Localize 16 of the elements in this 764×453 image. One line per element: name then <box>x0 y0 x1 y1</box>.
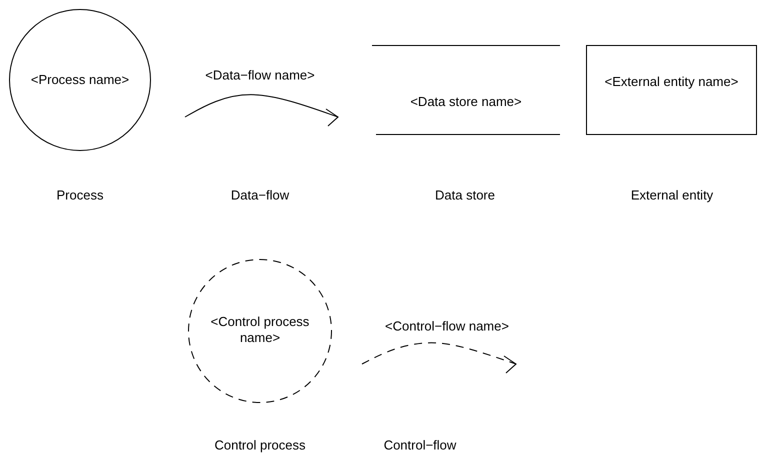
flow-name-label: <Data−flow name> <box>205 68 315 82</box>
node-label: <Process name> <box>30 72 130 88</box>
node-label: <Control process name> <box>210 314 310 346</box>
symbol-caption: Data store <box>435 188 495 202</box>
external-entity-box <box>586 45 757 135</box>
flow-name-label: <Control−flow name> <box>385 318 509 334</box>
symbol-caption: Process <box>56 188 104 202</box>
symbol-caption: Data−flow <box>230 188 290 202</box>
node-label: <External entity name> <box>604 74 738 90</box>
control-process-circle <box>188 259 332 403</box>
process-circle <box>9 9 151 151</box>
symbol-caption: Control−flow <box>384 438 456 452</box>
symbol-caption: External entity <box>630 188 714 202</box>
symbol-caption: Control process <box>214 438 306 452</box>
node-label: <Data store name> <box>410 94 522 110</box>
data-store-symbol <box>372 45 560 135</box>
